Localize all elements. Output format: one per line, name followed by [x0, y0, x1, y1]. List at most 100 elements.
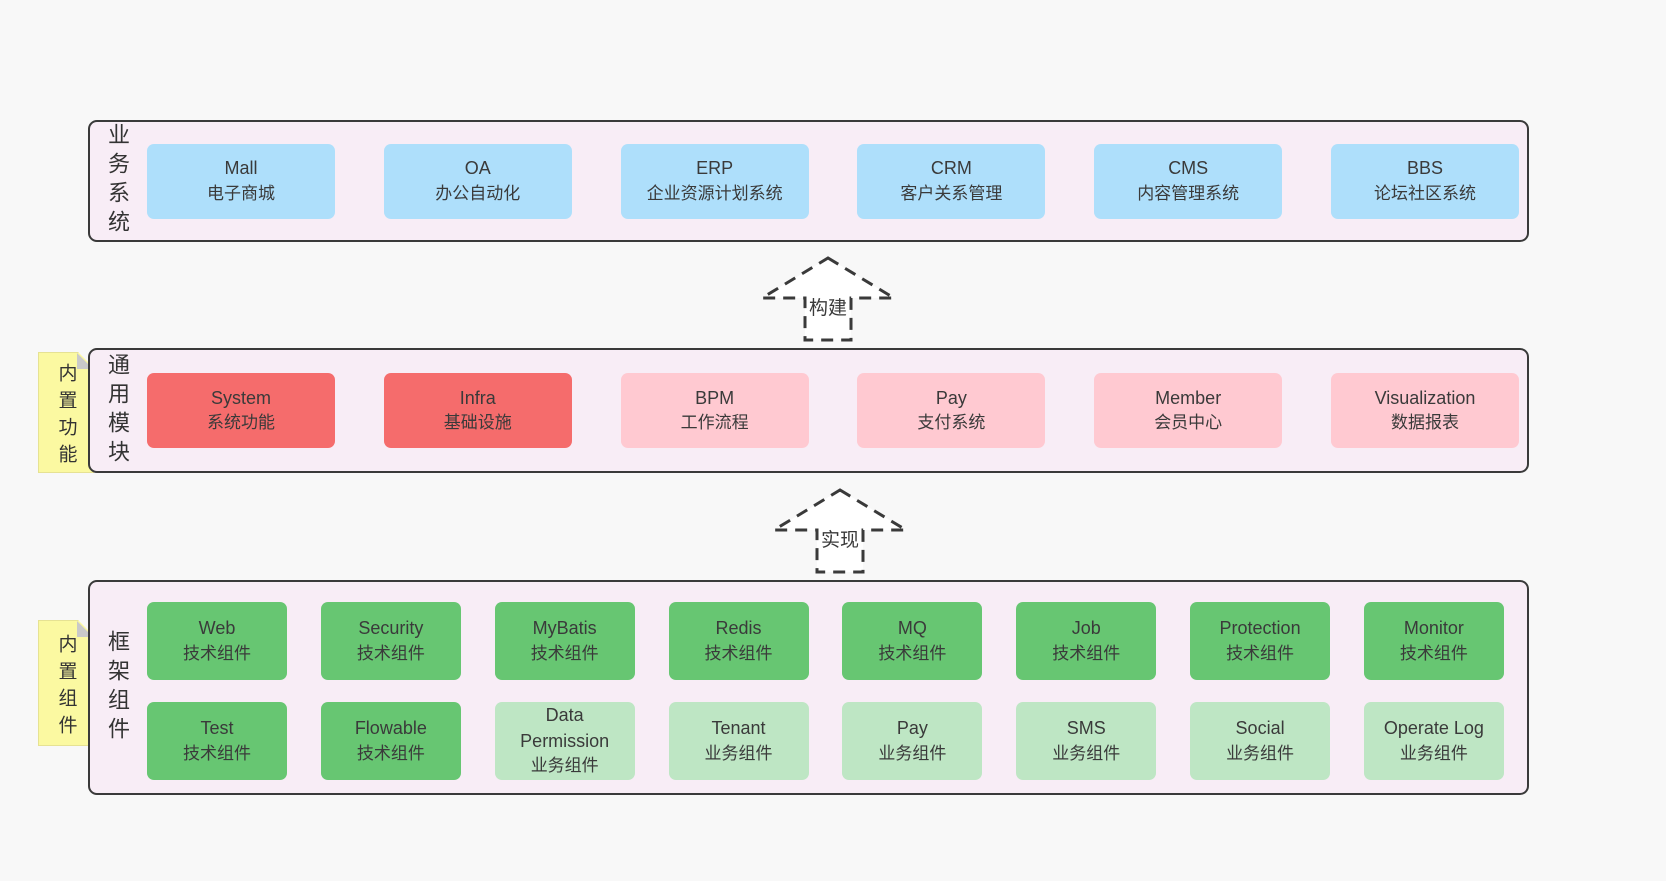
box-system: System 系统功能 — [147, 373, 335, 448]
box-tenant-desc: 业务组件 — [704, 743, 773, 763]
framework-row-2: Test 技术组件 Flowable 技术组件 Data Permission … — [147, 702, 1504, 780]
box-redis-desc: 技术组件 — [704, 643, 773, 663]
box-sms-desc: 业务组件 — [1052, 743, 1121, 763]
box-protection: Protection 技术组件 — [1190, 602, 1331, 680]
box-system-desc: 系统功能 — [207, 413, 275, 433]
box-visualization: Visualization 数据报表 — [1330, 373, 1519, 448]
box-pay-component-name: Pay — [896, 718, 928, 739]
box-visualization-name: Visualization — [1374, 387, 1476, 408]
box-redis-name: Redis — [715, 618, 762, 639]
box-job-desc: 技术组件 — [1052, 643, 1121, 663]
box-bbs: BBS 论坛社区系统 — [1330, 143, 1519, 219]
box-sms-name: SMS — [1066, 718, 1106, 739]
framework-row-1: Web 技术组件 Security 技术组件 MyBatis 技术组件 Redi… — [147, 602, 1504, 680]
box-mall-desc: 电子商城 — [207, 183, 275, 203]
box-system-name: System — [210, 387, 271, 408]
box-mall-name: Mall — [224, 158, 258, 179]
box-tenant-name: Tenant — [711, 718, 766, 739]
box-bbs-desc: 论坛社区系统 — [1373, 183, 1476, 203]
box-bpm-name: BPM — [695, 387, 735, 408]
built-in-components-note: 内置组件 — [38, 620, 94, 746]
box-mq-name: MQ — [897, 618, 927, 639]
built-in-features-note-text: 内置功能 — [55, 363, 77, 472]
box-security-desc: 技术组件 — [356, 643, 425, 663]
box-sms: SMS 业务组件 — [1016, 702, 1157, 780]
box-mybatis-desc: 技术组件 — [530, 643, 599, 663]
box-cms-name: CMS — [1168, 158, 1209, 179]
build-arrow-label: 构建 — [806, 293, 850, 320]
box-job-name: Job — [1071, 618, 1101, 639]
box-social-desc: 业务组件 — [1226, 743, 1295, 763]
box-data-permission-desc: 业务组件 — [530, 756, 599, 776]
box-erp-name: ERP — [696, 158, 734, 179]
box-erp-desc: 企业资源计划系统 — [646, 183, 783, 203]
business-systems-panel: 业务系统 Mall 电子商城 OA 办公自动化 ERP 企业资源计划系统 CRM… — [88, 120, 1529, 242]
box-crm-name: CRM — [930, 158, 972, 179]
box-job: Job 技术组件 — [1016, 602, 1157, 680]
box-crm: CRM 客户关系管理 — [857, 143, 1046, 219]
build-arrow-icon: 构建 — [758, 255, 898, 343]
box-pay-module-name: Pay — [935, 387, 967, 408]
box-pay-component-desc: 业务组件 — [878, 743, 947, 763]
box-mybatis-name: MyBatis — [532, 618, 597, 639]
box-protection-desc: 技术组件 — [1226, 643, 1295, 663]
box-erp: ERP 企业资源计划系统 — [620, 143, 809, 219]
box-mybatis: MyBatis 技术组件 — [494, 602, 635, 680]
common-modules-panel: 通用模块 System 系统功能 Infra 基础设施 BPM 工作流程 Pay… — [88, 348, 1529, 473]
box-member: Member 会员中心 — [1094, 373, 1283, 448]
built-in-features-note: 内置功能 — [38, 352, 94, 473]
box-bbs-name: BBS — [1406, 158, 1443, 179]
box-social: Social 业务组件 — [1190, 702, 1331, 780]
box-oa: OA 办公自动化 — [383, 143, 572, 219]
box-member-name: Member — [1155, 387, 1222, 408]
box-flowable-desc: 技术组件 — [356, 743, 425, 763]
box-pay-module: Pay 支付系统 — [857, 373, 1046, 448]
box-infra: Infra 基础设施 — [383, 373, 572, 448]
box-flowable: Flowable 技术组件 — [320, 702, 461, 780]
box-mall: Mall 电子商城 — [147, 143, 335, 219]
box-monitor: Monitor 技术组件 — [1363, 602, 1504, 680]
box-security-name: Security — [358, 618, 424, 639]
box-visualization-desc: 数据报表 — [1390, 413, 1459, 433]
box-mq-desc: 技术组件 — [878, 643, 947, 663]
box-pay-component: Pay 业务组件 — [842, 702, 983, 780]
box-data-permission: Data Permission 业务组件 — [494, 702, 635, 780]
box-test-desc: 技术组件 — [183, 743, 251, 763]
box-security: Security 技术组件 — [320, 602, 461, 680]
box-operate-log-name: Operate Log — [1383, 718, 1484, 739]
box-operate-log: Operate Log 业务组件 — [1363, 702, 1504, 780]
box-infra-name: Infra — [459, 387, 496, 408]
box-web-desc: 技术组件 — [183, 643, 251, 663]
box-tenant: Tenant 业务组件 — [668, 702, 809, 780]
box-web: Web 技术组件 — [147, 602, 287, 680]
box-mq: MQ 技术组件 — [842, 602, 983, 680]
business-systems-label: 业务系统 — [105, 123, 130, 239]
built-in-components-note-text: 内置组件 — [55, 633, 77, 742]
box-oa-desc: 办公自动化 — [435, 183, 521, 203]
box-member-desc: 会员中心 — [1154, 413, 1223, 433]
box-cms: CMS 内容管理系统 — [1094, 143, 1283, 219]
framework-components-grid: Web 技术组件 Security 技术组件 MyBatis 技术组件 Redi… — [147, 582, 1504, 780]
box-operate-log-desc: 业务组件 — [1399, 743, 1468, 763]
box-redis: Redis 技术组件 — [668, 602, 809, 680]
box-social-name: Social — [1235, 718, 1285, 739]
box-crm-desc: 客户关系管理 — [900, 183, 1003, 203]
box-oa-name: OA — [464, 158, 491, 179]
box-monitor-name: Monitor — [1403, 618, 1464, 639]
box-bpm-desc: 工作流程 — [680, 413, 749, 433]
box-data-permission-name: Data Permission — [520, 705, 610, 751]
box-pay-module-desc: 支付系统 — [917, 413, 986, 433]
box-test-name: Test — [200, 718, 234, 739]
business-systems-row: Mall 电子商城 OA 办公自动化 ERP 企业资源计划系统 CRM 客户关系… — [147, 122, 1519, 240]
framework-components-label: 框架组件 — [105, 629, 130, 746]
framework-components-panel: 框架组件 Web 技术组件 Security 技术组件 MyBatis 技术组件… — [88, 580, 1529, 795]
box-bpm: BPM 工作流程 — [620, 373, 809, 448]
implement-arrow-label: 实现 — [818, 525, 862, 552]
box-cms-desc: 内容管理系统 — [1137, 183, 1240, 203]
box-flowable-name: Flowable — [354, 718, 427, 739]
implement-arrow-icon: 实现 — [770, 487, 910, 575]
box-test: Test 技术组件 — [147, 702, 287, 780]
box-protection-name: Protection — [1219, 618, 1301, 639]
box-monitor-desc: 技术组件 — [1399, 643, 1468, 663]
